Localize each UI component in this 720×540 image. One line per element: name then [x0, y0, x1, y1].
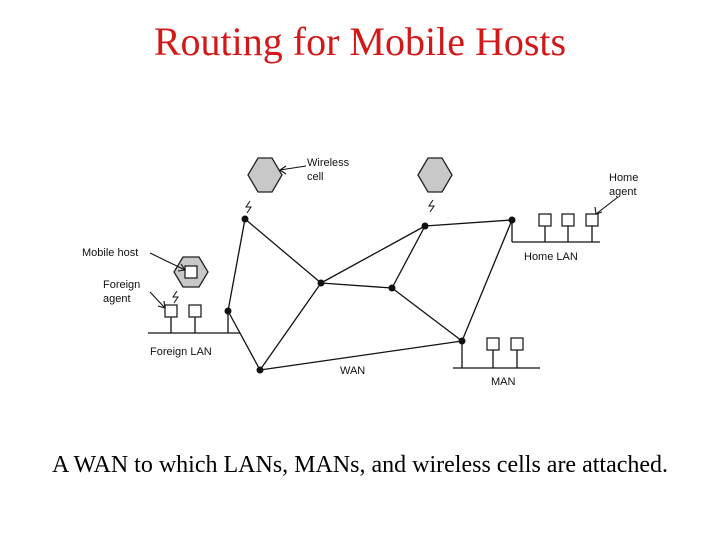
mobile-host-arrow — [149, 252, 186, 271]
wan-link-f-e — [259, 340, 463, 371]
wireless-cell-foreign — [172, 256, 209, 304]
wireless-cell-arrow — [279, 165, 307, 171]
computer-icon — [486, 337, 500, 351]
foreign-lan-label: Foreign LAN — [150, 346, 212, 358]
wan-link-d-e — [391, 287, 463, 342]
home-lan — [511, 213, 600, 243]
foreign-agent-label-line1: Foreign — [103, 279, 140, 291]
lightning-icon — [172, 290, 179, 304]
home-agent-icon — [585, 213, 599, 227]
home-agent-label-line2: agent — [609, 186, 637, 198]
wireless-cell-label-line1: Wireless — [307, 157, 350, 169]
man-label: MAN — [491, 376, 516, 388]
home-lan-label: Home LAN — [524, 251, 578, 263]
wireless-cell-1 — [245, 157, 283, 214]
wan-links — [227, 218, 513, 371]
wan-link-c-f — [259, 282, 322, 371]
wireless-cell-2 — [417, 157, 453, 213]
router-node — [421, 222, 429, 230]
wireless-cell-label-line2: cell — [307, 171, 324, 183]
wan-link-b-d — [391, 225, 426, 289]
computer-icon — [188, 304, 202, 318]
slide-caption: A WAN to which LANs, MANs, and wireless … — [51, 452, 669, 478]
man-network — [453, 337, 540, 369]
foreign-agent-arrow — [149, 291, 166, 309]
mobile-host-icon — [184, 265, 198, 279]
foreign-agent-label-line2: agent — [103, 293, 131, 305]
router-node — [241, 215, 249, 223]
wan-link-c-d — [320, 282, 393, 289]
wan-link-h-e — [461, 219, 513, 342]
wan-label: WAN — [340, 365, 365, 377]
lightning-icon — [428, 199, 435, 213]
foreign-agent-icon — [164, 304, 178, 318]
router-node — [388, 284, 396, 292]
router-node — [317, 279, 325, 287]
mobile-host-label: Mobile host — [82, 247, 138, 259]
cell-hexagon-icon — [247, 157, 283, 193]
home-agent-label-line1: Home — [609, 172, 638, 184]
cell-hexagon-icon — [417, 157, 453, 193]
wan-link-g-f — [227, 310, 261, 371]
foreign-lan — [148, 304, 240, 334]
wan-link-c-b — [320, 225, 426, 284]
lightning-icon — [245, 200, 252, 214]
computer-icon — [561, 213, 575, 227]
home-agent-arrow — [595, 196, 619, 215]
callout-arrows — [149, 165, 619, 309]
wan-link-a-c — [244, 218, 322, 284]
router-node — [256, 366, 264, 374]
wan-link-a-g — [227, 218, 246, 312]
computer-icon — [510, 337, 524, 351]
computer-icon — [538, 213, 552, 227]
wan-link-b-h — [424, 219, 513, 227]
slide-title: Routing for Mobile Hosts — [153, 19, 567, 64]
